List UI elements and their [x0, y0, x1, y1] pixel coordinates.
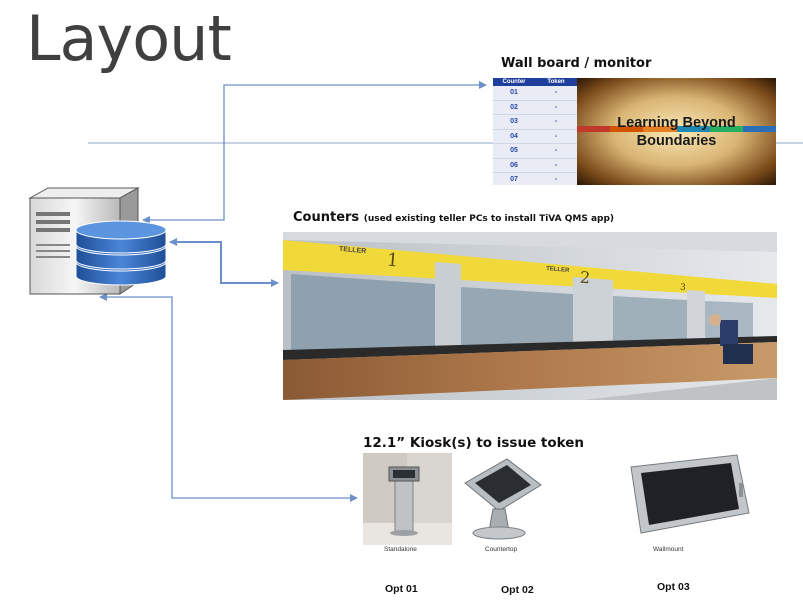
teller-number-2: 2: [579, 267, 591, 288]
color-stripe: [610, 126, 644, 132]
kiosk-caption: 12.1” Kiosk(s) to issue token: [363, 435, 585, 451]
database-icon: [75, 220, 167, 286]
counters-caption: Counters (used existing teller PCs to in…: [293, 210, 614, 225]
wallboard-row: 03 -: [493, 115, 577, 130]
color-stripe: [577, 126, 611, 132]
color-stripe: [643, 126, 677, 132]
option-02-label: Opt 02: [501, 584, 534, 596]
teller-number-3: 3: [679, 282, 687, 294]
kiosk-label-wallmount: Wallmount: [653, 546, 684, 553]
wallboard-token-cell: -: [554, 176, 558, 183]
wallboard-counter-cell: 02: [510, 103, 518, 111]
kiosk-countertop-image: [453, 453, 544, 545]
col-token-header: Token: [547, 79, 565, 85]
color-stripe: [676, 126, 710, 132]
wallboard-counter-cell: 07: [510, 176, 518, 183]
color-stripes: [577, 126, 776, 132]
screen-text-line1: Learning Beyond: [617, 115, 736, 131]
wallboard-counter-cell: 06: [510, 161, 518, 169]
wallboard-counter-cell: 01: [510, 89, 518, 96]
counters-photo: TELLER 1 TELLER 2 3: [283, 232, 777, 400]
screen-text-line2: Boundaries: [636, 133, 717, 149]
wallboard-counter-cell: 05: [510, 147, 518, 154]
counters-caption-title: Counters: [293, 210, 360, 225]
counters-caption-note: (used existing teller PCs to install TiV…: [363, 214, 615, 224]
wallboard-row: 02 -: [493, 101, 577, 115]
link-to-kiosks: [99, 293, 358, 502]
wallboard-counter-cell: 04: [510, 132, 518, 140]
page-title: Layout: [26, 2, 232, 75]
wallboard-token-cell: -: [554, 161, 558, 169]
wallboard-monitor: Counter Token 01 - 02 - 03 - 04 - 05 - 06 - 07 - Lear…: [493, 78, 776, 185]
option-01-label: Opt 01: [385, 583, 418, 595]
teller-number-1: 1: [386, 249, 400, 272]
kiosk-standalone-image: [363, 453, 452, 545]
wallboard-token-cell: -: [554, 132, 558, 140]
wallboard-row: 01 -: [493, 86, 577, 101]
link-to-counters: [169, 238, 279, 287]
wallboard-token-cell: -: [554, 89, 558, 96]
wallboard-token-cell: -: [554, 147, 558, 154]
wallboard-row: 04 -: [493, 130, 577, 144]
wallboard-token-table: Counter Token 01 - 02 - 03 - 04 - 05 - 06 - 07 -: [493, 78, 577, 185]
wallboard-caption: Wall board / monitor: [501, 56, 652, 71]
wallboard-token-cell: -: [554, 103, 558, 111]
wallboard-counter-cell: 03: [510, 118, 518, 125]
link-to-wallboard: [142, 81, 487, 224]
option-03-label: Opt 03: [657, 581, 690, 593]
kiosk-wallmount-image: [625, 453, 755, 541]
wallboard-row: 07 -: [493, 173, 577, 185]
col-counter-header: Counter: [502, 79, 526, 85]
kiosk-label-standalone: Standalone: [384, 546, 417, 553]
wallboard-row: 05 -: [493, 144, 577, 159]
color-stripe: [709, 126, 743, 132]
wallboard-video-screen: Learning Beyond Boundaries: [577, 78, 776, 185]
wallboard-row: 06 -: [493, 159, 577, 173]
color-stripe: [742, 126, 776, 132]
kiosk-label-countertop: Countertop: [485, 546, 518, 553]
wallboard-token-cell: -: [554, 118, 558, 125]
